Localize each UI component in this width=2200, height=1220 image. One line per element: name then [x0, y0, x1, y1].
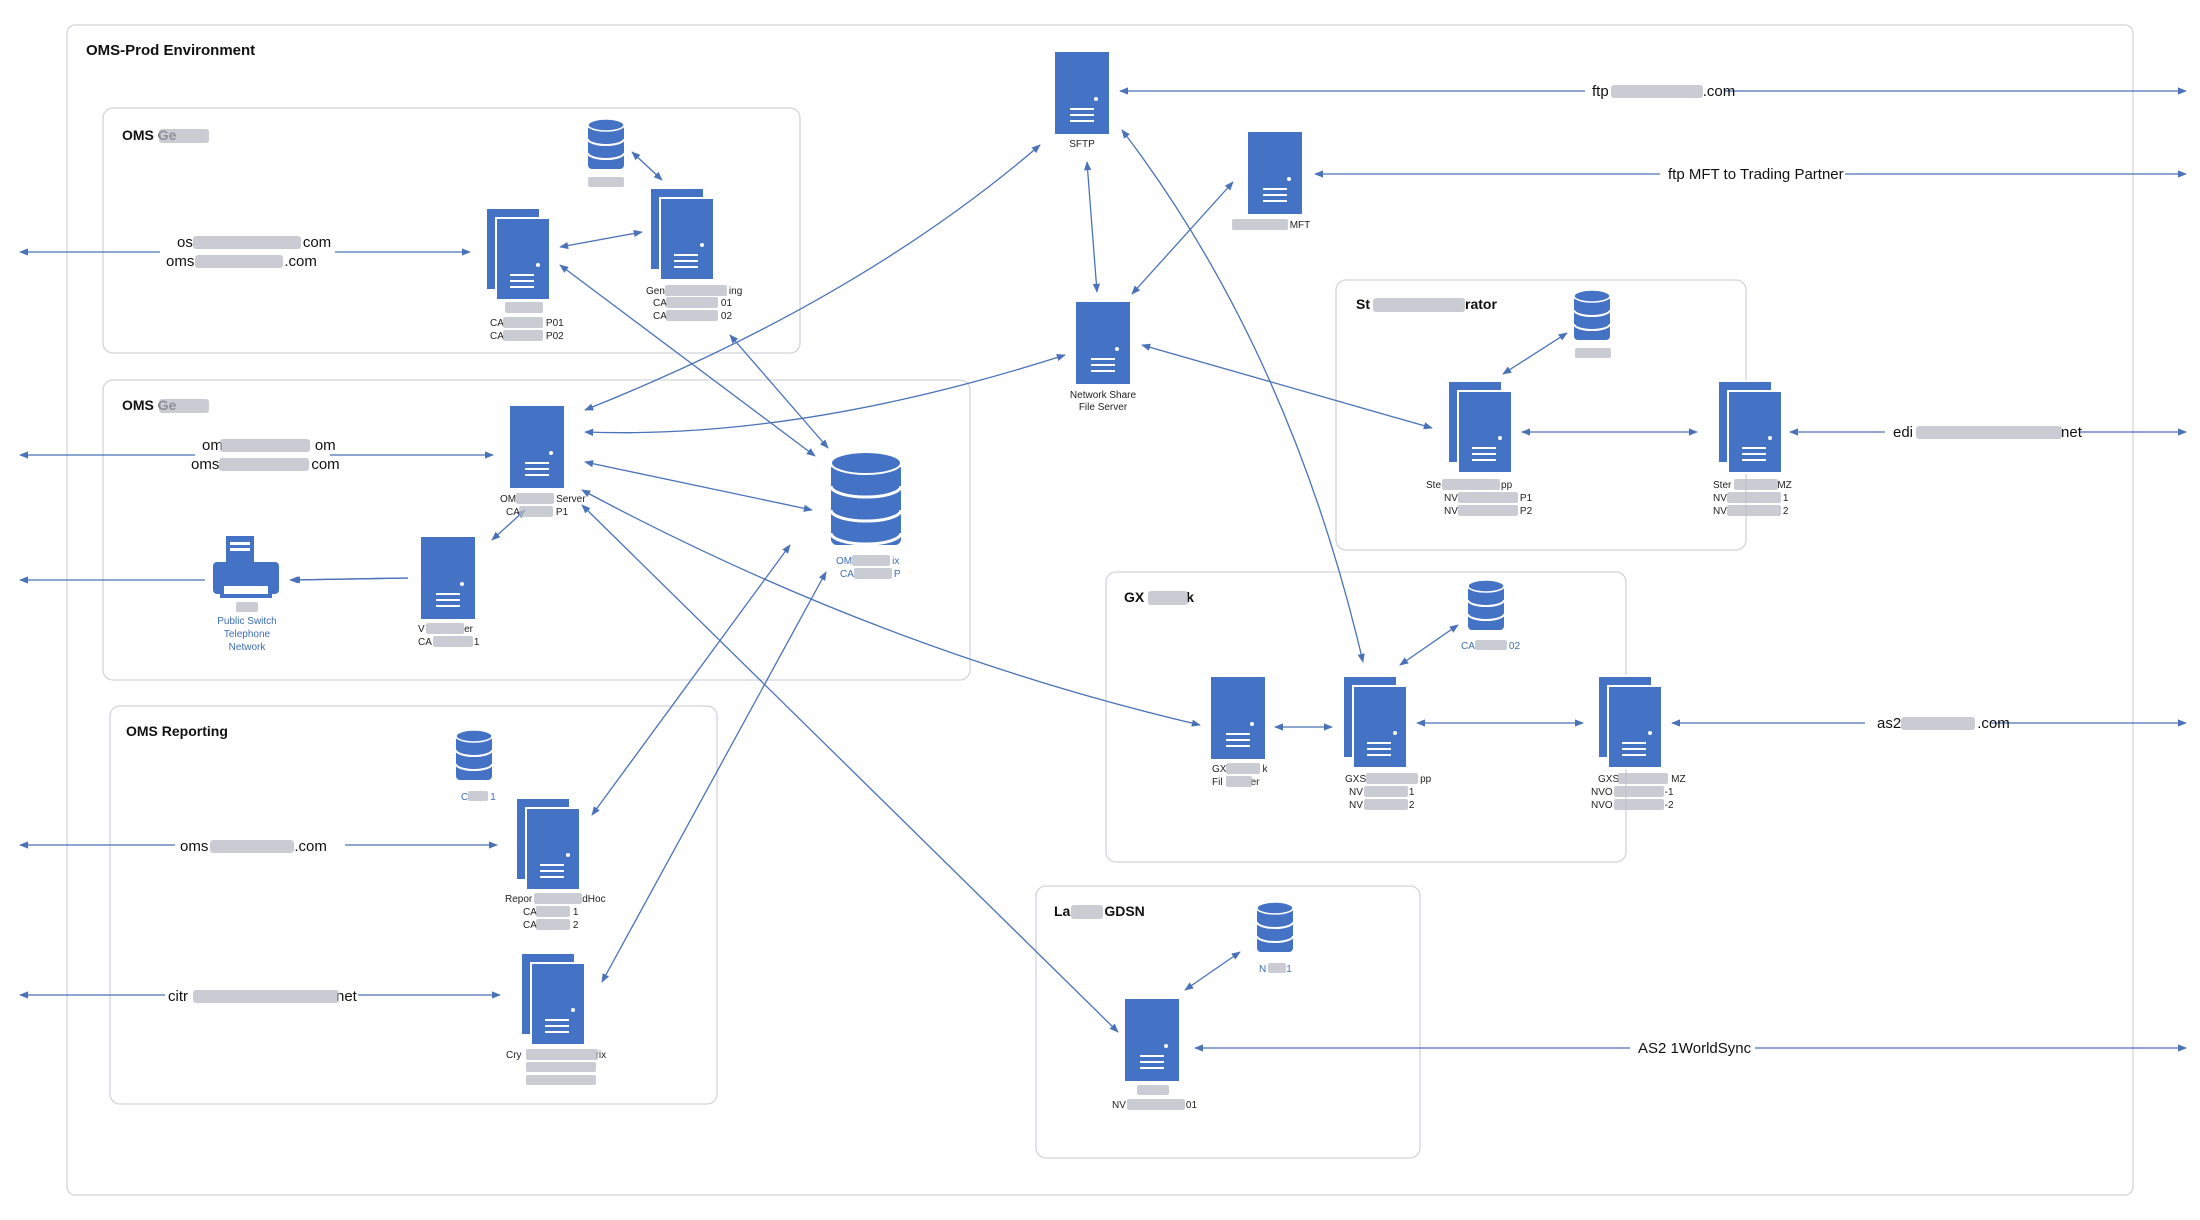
genweb-server-icon[interactable]: [485, 207, 551, 301]
mft-label: MFT: [1290, 220, 1311, 231]
gdsn-database-icon: [1256, 901, 1294, 953]
gxs-dmz-label-3: NVO-2: [1591, 800, 1674, 811]
environment-boundary: [66, 24, 2134, 1196]
gxs-dmz-server-icon[interactable]: [1597, 675, 1663, 769]
genesys-server-icon[interactable]: [509, 405, 565, 489]
oms-database-icon: [829, 451, 903, 546]
gdsn-server-icon[interactable]: [1124, 998, 1180, 1082]
gxs-dmz-label-2: NVO-1: [1591, 787, 1674, 798]
genweb-reporting-server-icon[interactable]: [649, 187, 715, 281]
reporting-database-icon: [455, 729, 493, 781]
fax-machine-icon: [213, 536, 279, 598]
as2-1worldsync-label: AS2 1WorldSync: [1638, 1040, 1752, 1057]
reporting-url: oms.com: [180, 838, 327, 855]
connectors: [19, 87, 2187, 1052]
as2-url: as2.com: [1877, 715, 2010, 732]
genweb-url-2: oms.com: [166, 253, 317, 270]
gxs-database-icon: [1467, 579, 1505, 631]
crystal-citrix-server-icon[interactable]: [520, 952, 586, 1046]
gxs-app-server-icon[interactable]: [1342, 675, 1408, 769]
environment-title: OMS-Prod Environment: [86, 42, 255, 59]
sftp-label: SFTP: [1069, 139, 1095, 150]
network-share-server-icon[interactable]: [1075, 301, 1131, 385]
group-gdsn-box: [1035, 885, 1421, 1159]
ftp-mft-label: ftp MFT to Trading Partner: [1668, 166, 1844, 183]
genweb-database-icon: [587, 118, 625, 170]
group-sterling-box: [1335, 279, 1747, 551]
sftp-server-icon[interactable]: [1054, 51, 1110, 135]
mft-server-icon[interactable]: [1247, 131, 1303, 215]
ftp-url: ftp.com: [1592, 83, 1735, 100]
sterling-database-icon: [1573, 289, 1611, 341]
group-reporting-title: OMS Reporting: [126, 723, 228, 739]
fax-server-icon[interactable]: [420, 536, 476, 620]
report-adhoc-server-icon[interactable]: [515, 797, 581, 891]
sterling-dmz-server-icon[interactable]: [1717, 380, 1783, 474]
group-reporting-box: [109, 705, 718, 1105]
sterling-app-server-icon[interactable]: [1447, 380, 1513, 474]
gxs-file-server-icon[interactable]: [1210, 676, 1266, 760]
